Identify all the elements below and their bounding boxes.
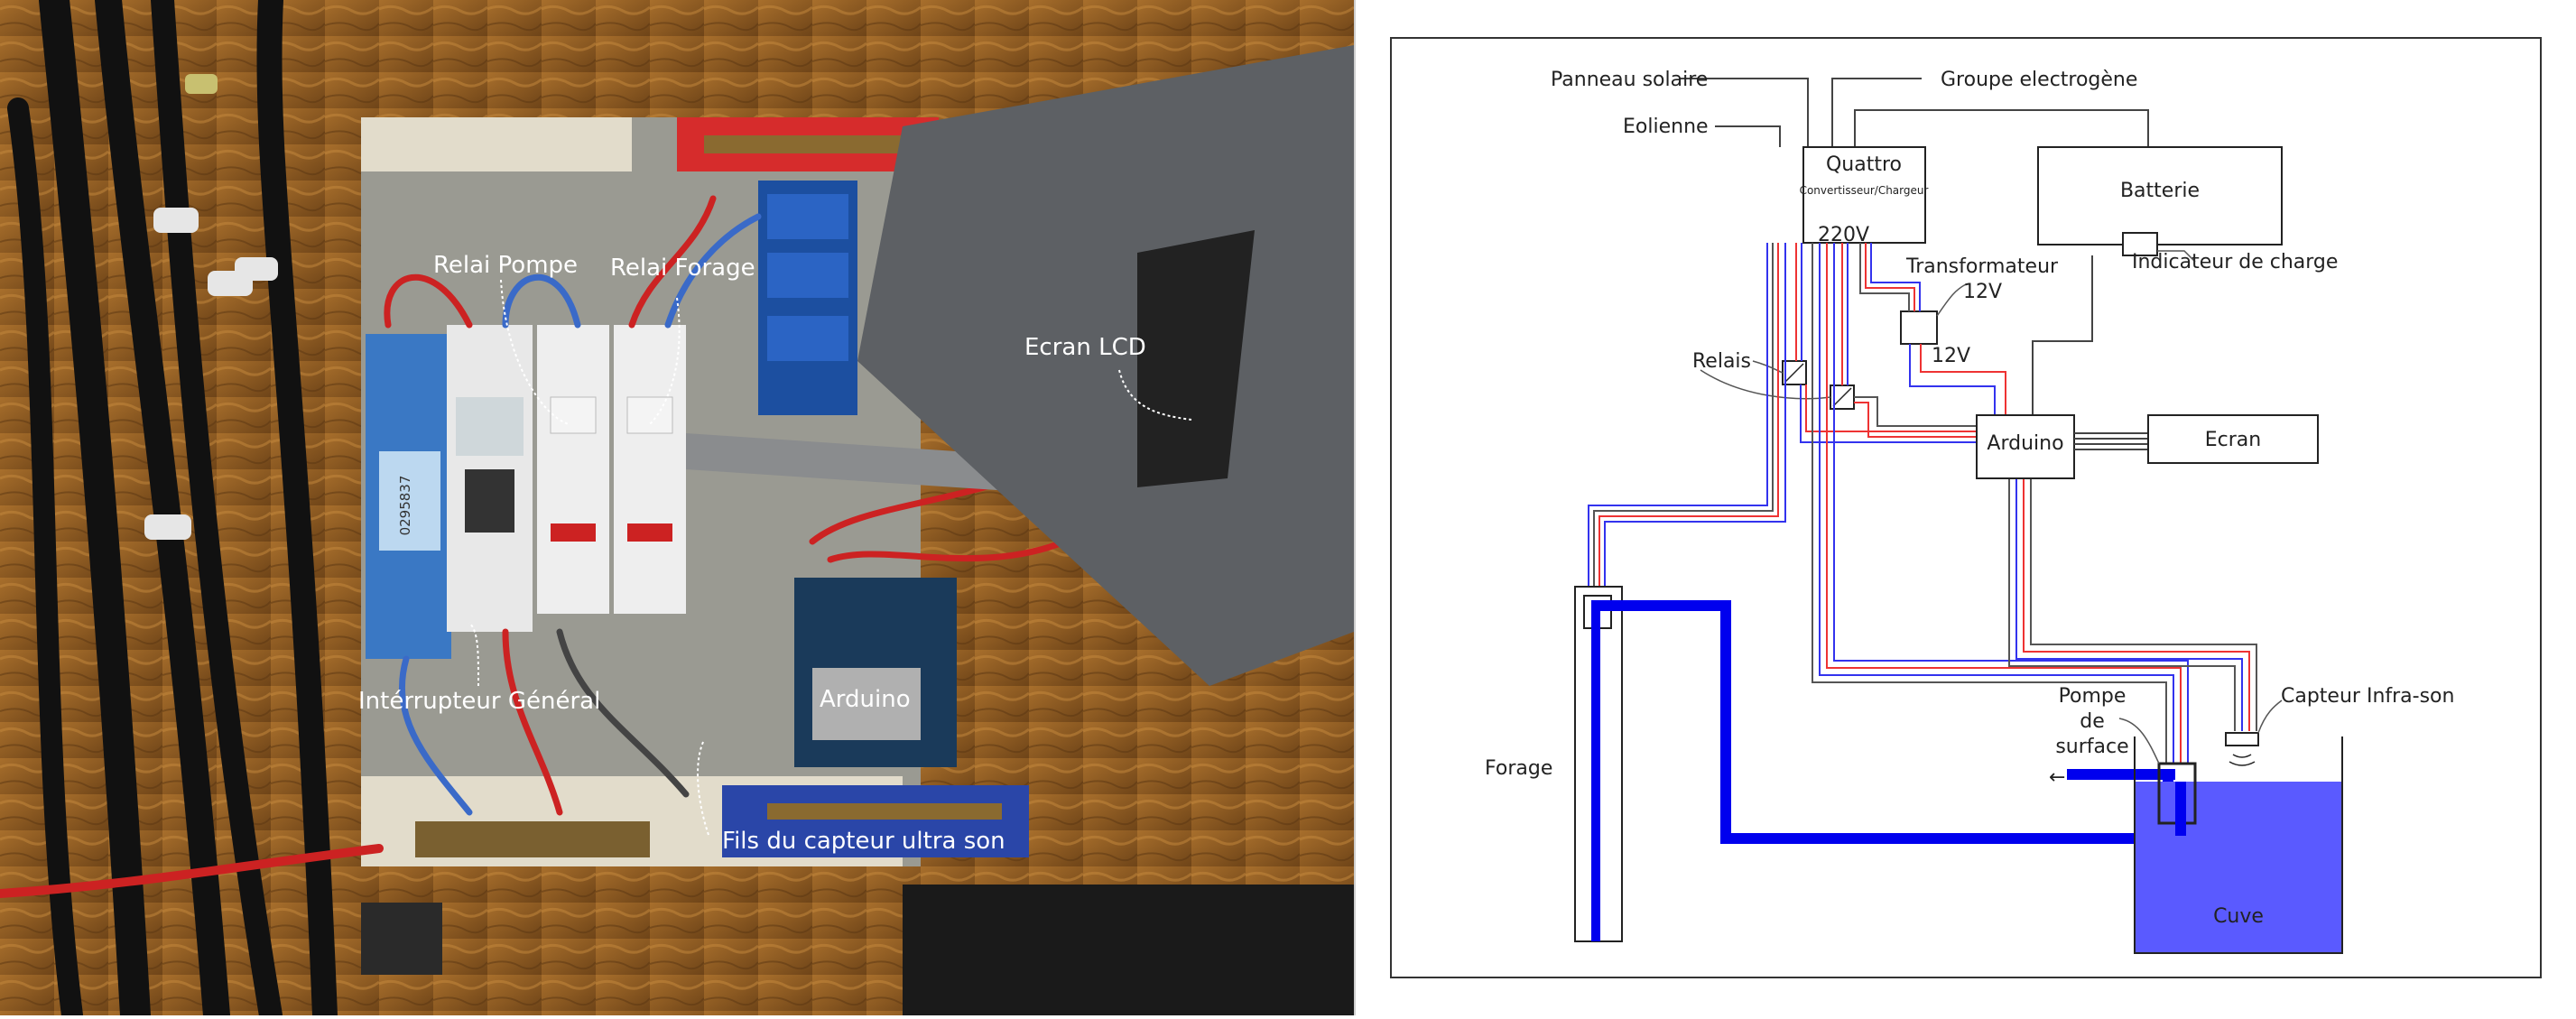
- label-arduino-photo: Arduino: [820, 686, 911, 713]
- label-ecran-lcd: Ecran LCD: [1024, 334, 1146, 361]
- meter-display: [379, 451, 440, 551]
- diagram-panel: Quattro Convertisseur/Chargeur 220V Batt…: [1390, 37, 2542, 978]
- cuve-water: [2135, 782, 2342, 953]
- outflow-arrow: ←: [2049, 766, 2065, 789]
- batterie-box: [2037, 146, 2283, 245]
- arduino-label: Arduino: [1987, 432, 2063, 455]
- pompe-label-2: de: [2080, 710, 2105, 733]
- transformer-leader: [1936, 283, 1967, 317]
- photo-leaders: [468, 279, 1192, 836]
- panneau-solaire-label: Panneau solaire: [1551, 69, 1708, 91]
- wires-capteur: [2008, 478, 2257, 731]
- capteur-leader: [2257, 699, 2283, 734]
- cuve-label: Cuve: [2213, 905, 2264, 928]
- cable-connector: [361, 903, 442, 975]
- earth-bar: [415, 821, 650, 857]
- batterie-label: Batterie: [2120, 180, 2200, 202]
- ecran-box: [2147, 414, 2319, 464]
- capteur-label: Capteur Infra-son: [2281, 685, 2454, 708]
- panel-divider: [1354, 0, 1356, 1015]
- wires-pompe: [1812, 243, 2189, 763]
- cable-clips: [144, 74, 278, 540]
- charge-indicator: [2122, 232, 2158, 256]
- top-rail: [361, 117, 632, 171]
- label-interrupteur: Intérrupteur Général: [358, 688, 600, 715]
- relay-leader-1: [1752, 360, 1784, 374]
- forage-pipe-vertical: [1591, 605, 1600, 941]
- sound-wave-1: [2232, 754, 2252, 758]
- groupe-label: Groupe electrogène: [1941, 69, 2137, 91]
- meter-reading: 0295837: [397, 476, 413, 536]
- wires-relays: [1795, 243, 1977, 443]
- cables-left: [7, 0, 338, 1019]
- ecran-label: Ecran: [2205, 429, 2261, 451]
- pompe-leader: [2118, 718, 2160, 764]
- quattro-box: [1802, 146, 1926, 244]
- voltage-12-label-1: 12V: [1963, 281, 2002, 303]
- source-leaders: [1679, 78, 2149, 147]
- dark-object: [903, 885, 1354, 1015]
- photo-panel: 0295837: [0, 0, 1354, 1019]
- transformateur-label: Transformateur: [1905, 255, 2059, 278]
- label-fils-capteur: Fils du capteur ultra son: [722, 828, 1005, 855]
- breaker-forage: [614, 325, 686, 614]
- quattro-sub-label: Convertisseur/Chargeur: [1800, 184, 1929, 197]
- relais-label: Relais: [1692, 350, 1751, 373]
- lcd-screen: [1137, 230, 1255, 487]
- wire-battery-arduino: [2032, 255, 2093, 415]
- indicateur-label: Indicateur de charge: [2132, 251, 2338, 273]
- voltage-12-label-2: 12V: [1932, 345, 1970, 367]
- breaker-pompe: [537, 325, 609, 614]
- capteur-sensor: [2225, 732, 2259, 746]
- quattro-label: Quattro: [1826, 153, 1902, 176]
- cuve-tank: [2134, 736, 2343, 954]
- indicator-leader: [2157, 250, 2196, 263]
- lcd-cover: [857, 45, 1354, 686]
- transformer-box: [1900, 310, 1938, 345]
- eolienne-label: Eolienne: [1623, 116, 1709, 138]
- label-relai-forage: Relai Forage: [610, 255, 755, 282]
- forage-label: Forage: [1485, 757, 1552, 780]
- blue-terminal-bar: [722, 785, 1029, 857]
- arduino-box: [1976, 414, 2075, 479]
- sound-wave-2: [2229, 761, 2256, 766]
- main-pipe: [1591, 600, 2175, 844]
- voltage-220-label: 220V: [1818, 224, 1869, 246]
- wires-ecran: [2074, 432, 2148, 450]
- pompe-label-3: surface: [2055, 736, 2128, 758]
- pump-intake: [2175, 782, 2186, 836]
- wires-transformer: [1859, 243, 2006, 415]
- breakers: [447, 325, 686, 632]
- wires-forage: [1588, 243, 1786, 614]
- pompe-label-1: Pompe: [2059, 685, 2127, 708]
- label-relai-pompe: Relai Pompe: [433, 252, 578, 279]
